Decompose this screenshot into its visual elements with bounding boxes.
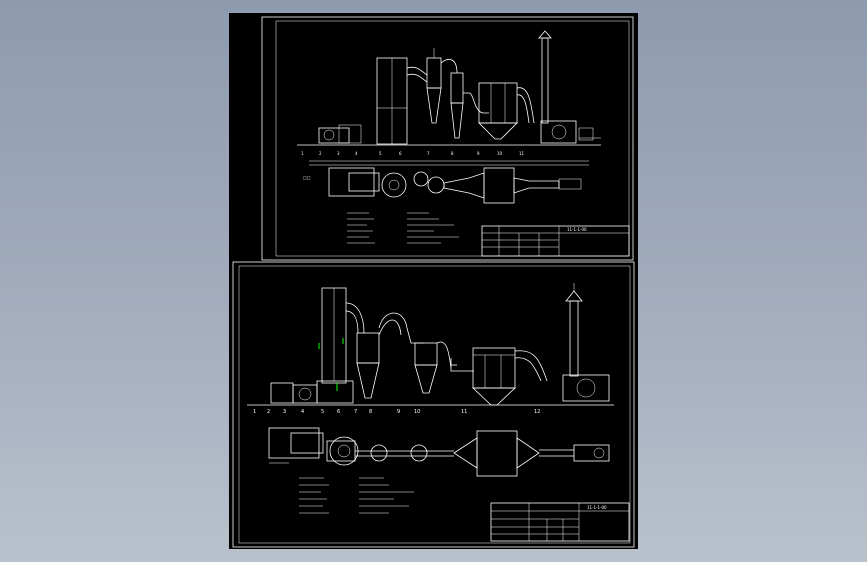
top-label-2: 2 xyxy=(319,151,322,156)
top-plan-view: □□ xyxy=(303,160,589,204)
bottom-label-5: 5 xyxy=(321,409,324,415)
bottom-drawing-number: 11-1-1-00 xyxy=(587,505,607,510)
bottom-plan-view xyxy=(268,427,610,477)
top-outer-frame xyxy=(261,16,634,261)
top-drawing: □□ 1 2 3 4 5 6 7 8 9 10 11 xyxy=(261,16,634,261)
bottom-part-labels: 1 2 3 4 5 6 7 8 9 10 11 12 xyxy=(253,409,540,415)
bottom-inner-frame xyxy=(238,265,631,544)
bottom-legend xyxy=(299,477,414,514)
cad-drawing-sheet: □□ 1 2 3 4 5 6 7 8 9 10 11 xyxy=(229,13,638,549)
bottom-label-12: 12 xyxy=(534,409,540,415)
bottom-label-1: 1 xyxy=(253,409,256,415)
top-drawing-number: 11-1-1-00 xyxy=(567,227,587,232)
bottom-label-9: 9 xyxy=(397,409,400,415)
top-label-7: 7 xyxy=(427,151,430,156)
bottom-label-8: 8 xyxy=(369,409,372,415)
top-label-6: 6 xyxy=(399,151,402,156)
top-label-3: 3 xyxy=(337,151,340,156)
bottom-label-2: 2 xyxy=(267,409,270,415)
top-label-11: 11 xyxy=(519,151,525,156)
cad-drawing-canvas: □□ 1 2 3 4 5 6 7 8 9 10 11 xyxy=(232,16,635,548)
top-label-10: 10 xyxy=(497,151,503,156)
bottom-label-7: 7 xyxy=(354,409,357,415)
top-label-1: 1 xyxy=(301,151,304,156)
top-label-5: 5 xyxy=(379,151,382,156)
top-title-block: 11-1-1-00 xyxy=(481,225,630,257)
top-part-labels: 1 2 3 4 5 6 7 8 9 10 11 xyxy=(301,151,525,156)
bottom-outer-frame xyxy=(232,261,635,548)
bottom-drawing: 1 2 3 4 5 6 7 8 9 10 11 12 xyxy=(232,261,635,548)
bottom-label-11: 11 xyxy=(461,409,467,415)
bottom-label-10: 10 xyxy=(414,409,420,415)
top-plan-marker: □□ xyxy=(303,175,311,180)
top-side-elevation xyxy=(297,30,601,146)
bottom-label-6: 6 xyxy=(337,409,340,415)
top-label-9: 9 xyxy=(477,151,480,156)
top-label-8: 8 xyxy=(451,151,454,156)
bottom-side-elevation xyxy=(247,283,614,406)
bottom-title-block: 11-1-1-00 xyxy=(490,502,630,542)
top-legend xyxy=(347,212,459,244)
bottom-label-3: 3 xyxy=(283,409,286,415)
top-label-4: 4 xyxy=(355,151,358,156)
top-inner-frame xyxy=(275,20,630,257)
bottom-label-4: 4 xyxy=(301,409,304,415)
